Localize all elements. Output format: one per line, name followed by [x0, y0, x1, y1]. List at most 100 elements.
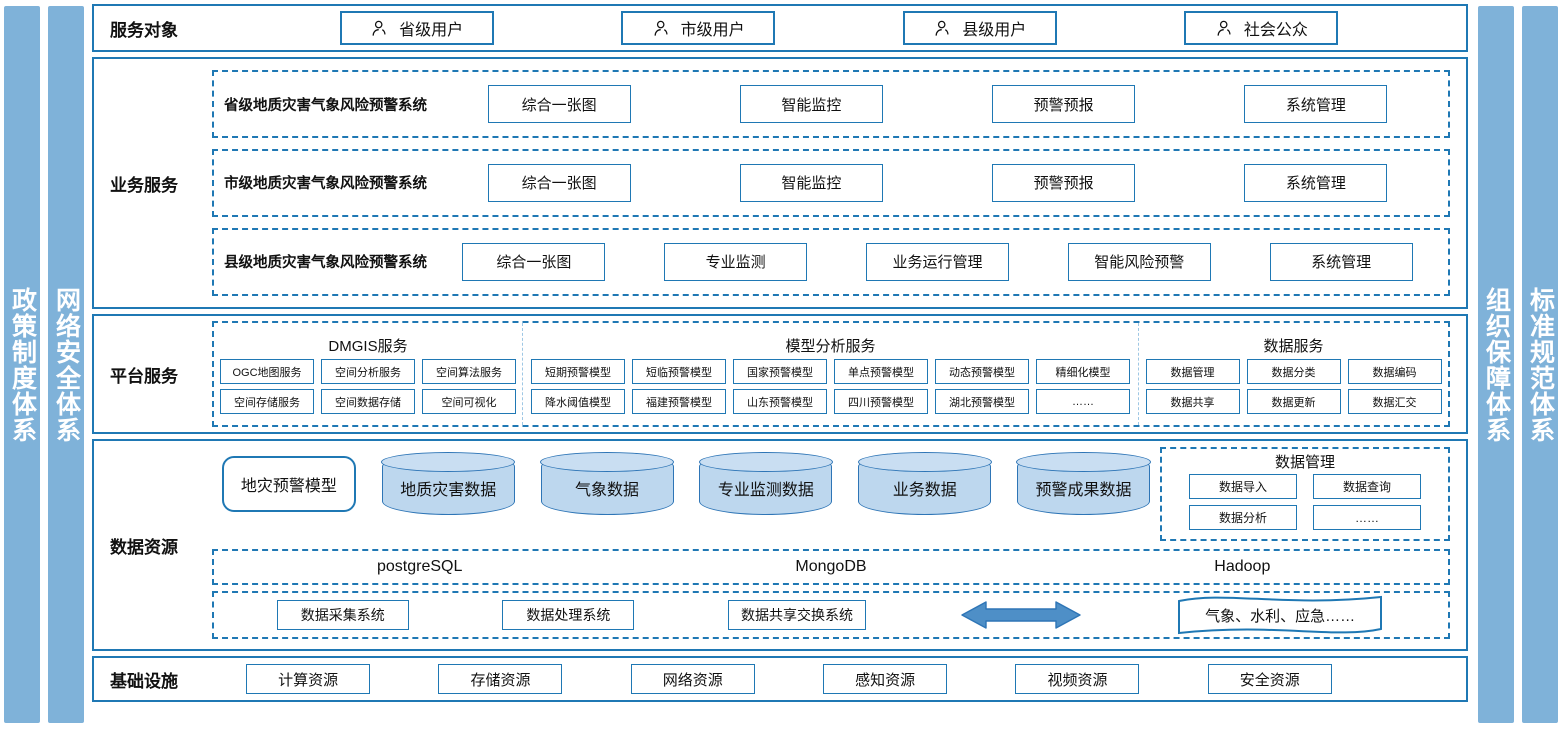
platform-group-data-service: 数据服务 数据管理 数据共享 数据分类 数据更新 数据编码 数据汇交: [1138, 323, 1448, 425]
platform-cell[interactable]: 数据汇交: [1347, 389, 1442, 414]
person-icon: [1215, 19, 1234, 38]
platform-cell[interactable]: 单点预警模型: [834, 359, 928, 384]
infrastructure-item-video[interactable]: 视频资源: [1015, 664, 1140, 694]
diagram-main-column: 服务对象 省级用户: [88, 0, 1474, 729]
platform-cell[interactable]: 空间数据存储: [321, 389, 415, 414]
platform-cell[interactable]: 数据共享: [1145, 389, 1240, 414]
infrastructure-item-sensing[interactable]: 感知资源: [823, 664, 948, 694]
business-row-municipal: 市级地质灾害气象风险预警系统 综合一张图 智能监控 预警预报 系统管理: [212, 148, 1450, 217]
platform-cell[interactable]: 国家预警模型: [733, 359, 827, 384]
platform-cell[interactable]: 四川预警模型: [834, 389, 928, 414]
database-cylinder[interactable]: 预警成果数据: [1016, 452, 1151, 515]
platform-cell[interactable]: ……: [1036, 389, 1130, 414]
database-engine-postgresql[interactable]: postgreSQL: [376, 558, 463, 575]
data-flow-row: 数据采集系统 数据处理系统 数据共享交换系统 气象、水利、应急……: [212, 591, 1450, 639]
platform-cell[interactable]: 降水阈值模型: [531, 389, 625, 414]
section-audience-label: 服务对象: [110, 20, 178, 40]
platform-cell-list: 数据管理 数据共享 数据分类 数据更新 数据编码 数据汇交: [1145, 359, 1442, 414]
data-flow-processing-system[interactable]: 数据处理系统: [502, 600, 635, 630]
platform-cell[interactable]: 数据分类: [1246, 359, 1341, 384]
platform-cell[interactable]: 短期预警模型: [531, 359, 625, 384]
business-chip-list: 综合一张图 智能监控 预警预报 系统管理: [433, 163, 1442, 202]
database-cylinder-label: 预警成果数据: [1035, 482, 1132, 499]
business-chip[interactable]: 专业监测: [664, 242, 808, 281]
infrastructure-item-compute[interactable]: 计算资源: [246, 664, 371, 694]
platform-cell[interactable]: 短临预警模型: [632, 359, 726, 384]
platform-cell[interactable]: 空间可视化: [422, 389, 516, 414]
business-row-title: 省级地质灾害气象风险预警系统: [224, 97, 427, 114]
business-chip[interactable]: 综合一张图: [487, 163, 631, 202]
database-cylinder[interactable]: 专业监测数据: [698, 452, 833, 515]
business-chip[interactable]: 系统管理: [1269, 242, 1413, 281]
data-management-box: 数据管理 数据导入 数据查询 数据分析 ……: [1160, 447, 1450, 541]
data-management-cell[interactable]: ……: [1313, 505, 1421, 530]
business-chip[interactable]: 智能监控: [739, 85, 883, 124]
vbar-organization-guarantee-label: 组织保障体系: [1482, 286, 1511, 443]
database-cylinder[interactable]: 地质灾害数据: [381, 452, 516, 515]
database-engine-hadoop[interactable]: Hadoop: [1214, 558, 1271, 575]
platform-group-title: 数据服务: [1263, 338, 1324, 355]
infrastructure-item-network[interactable]: 网络资源: [630, 664, 755, 694]
data-flow-exchange-system[interactable]: 数据共享交换系统: [727, 600, 866, 630]
data-resource-content: 地灾预警模型 地质灾害数据 气象数据 专业监测数据 业务数据: [212, 441, 1466, 649]
platform-cell[interactable]: 空间分析服务: [321, 359, 415, 384]
platform-cell[interactable]: 山东预警模型: [733, 389, 827, 414]
platform-group-model-analysis: 模型分析服务 短期预警模型 降水阈值模型 短临预警模型 福建预警模型 国家预警模…: [522, 323, 1138, 425]
platform-cell[interactable]: OGC地图服务: [220, 359, 314, 384]
database-cylinder[interactable]: 业务数据: [857, 452, 992, 515]
audience-item-public[interactable]: 社会公众: [1184, 11, 1339, 45]
business-chip-list: 综合一张图 智能监控 预警预报 系统管理: [433, 85, 1442, 124]
database-cylinder-label: 专业监测数据: [717, 482, 814, 499]
database-cylinder[interactable]: 气象数据: [539, 452, 675, 515]
external-systems-label: 气象、水利、应急……: [1205, 607, 1356, 625]
infrastructure-item-security[interactable]: 安全资源: [1207, 664, 1332, 694]
platform-cell[interactable]: 数据编码: [1347, 359, 1442, 384]
data-management-cell[interactable]: 数据查询: [1313, 474, 1421, 499]
person-icon: [933, 19, 952, 38]
vbar-organization-guarantee: 组织保障体系: [1478, 6, 1514, 723]
business-chip[interactable]: 系统管理: [1244, 85, 1388, 124]
database-cylinder-label: 地质灾害数据: [400, 482, 497, 499]
business-chip[interactable]: 综合一张图: [487, 85, 631, 124]
business-row-county: 县级地质灾害气象风险预警系统 综合一张图 专业监测 业务运行管理 智能风险预警 …: [212, 227, 1450, 296]
platform-cell[interactable]: 动态预警模型: [935, 359, 1029, 384]
audience-item-provincial[interactable]: 省级用户: [339, 11, 494, 45]
business-chip[interactable]: 预警预报: [992, 163, 1136, 202]
section-audience: 服务对象 省级用户: [92, 4, 1468, 52]
vbar-standard-specification-label: 标准规范体系: [1526, 286, 1555, 443]
section-data-resource-label: 数据资源: [110, 537, 178, 557]
external-systems-shape[interactable]: 气象、水利、应急……: [1175, 593, 1385, 637]
infrastructure-item-storage[interactable]: 存储资源: [438, 664, 563, 694]
business-chip[interactable]: 系统管理: [1244, 163, 1388, 202]
data-management-title: 数据管理: [1274, 454, 1335, 471]
platform-group-dmgis: DMGIS服务 OGC地图服务 空间存储服务 空间分析服务 空间数据存储 空间算…: [214, 323, 522, 425]
business-chip[interactable]: 综合一张图: [462, 242, 606, 281]
platform-cell[interactable]: 福建预警模型: [632, 389, 726, 414]
platform-cell[interactable]: 湖北预警模型: [935, 389, 1029, 414]
model-box[interactable]: 地灾预警模型: [221, 456, 356, 512]
vbar-network-security-label: 网络安全体系: [52, 286, 81, 443]
business-chip[interactable]: 预警预报: [992, 85, 1136, 124]
business-chip[interactable]: 业务运行管理: [865, 242, 1009, 281]
data-management-cell[interactable]: 数据分析: [1189, 505, 1297, 530]
database-engine-mongodb[interactable]: MongoDB: [795, 558, 867, 575]
platform-cell[interactable]: 数据更新: [1246, 389, 1341, 414]
platform-cell[interactable]: 精细化模型: [1036, 359, 1130, 384]
audience-item-county[interactable]: 县级用户: [902, 11, 1057, 45]
business-chip[interactable]: 智能风险预警: [1067, 242, 1211, 281]
platform-group-title: 模型分析服务: [785, 338, 876, 355]
database-engine-row: postgreSQL MongoDB Hadoop: [212, 549, 1450, 585]
platform-cell-list: 短期预警模型 降水阈值模型 短临预警模型 福建预警模型 国家预警模型 山东预警模…: [531, 359, 1130, 414]
platform-cell[interactable]: 空间存储服务: [220, 389, 314, 414]
business-chip[interactable]: 智能监控: [739, 163, 883, 202]
data-flow-collection-system[interactable]: 数据采集系统: [276, 600, 409, 630]
data-management-cell[interactable]: 数据导入: [1189, 474, 1297, 499]
audience-item-list: 省级用户 市级用户: [212, 11, 1466, 45]
platform-cell[interactable]: 空间算法服务: [422, 359, 516, 384]
audience-item-municipal[interactable]: 市级用户: [621, 11, 776, 45]
section-infrastructure: 基础设施 计算资源 存储资源 网络资源 感知资源 视频资源 安全资源: [92, 656, 1468, 702]
audience-item-label: 县级用户: [962, 22, 1027, 39]
platform-cell[interactable]: 数据管理: [1145, 359, 1240, 384]
data-management-cell-list: 数据导入 数据查询 数据分析 ……: [1189, 474, 1421, 530]
